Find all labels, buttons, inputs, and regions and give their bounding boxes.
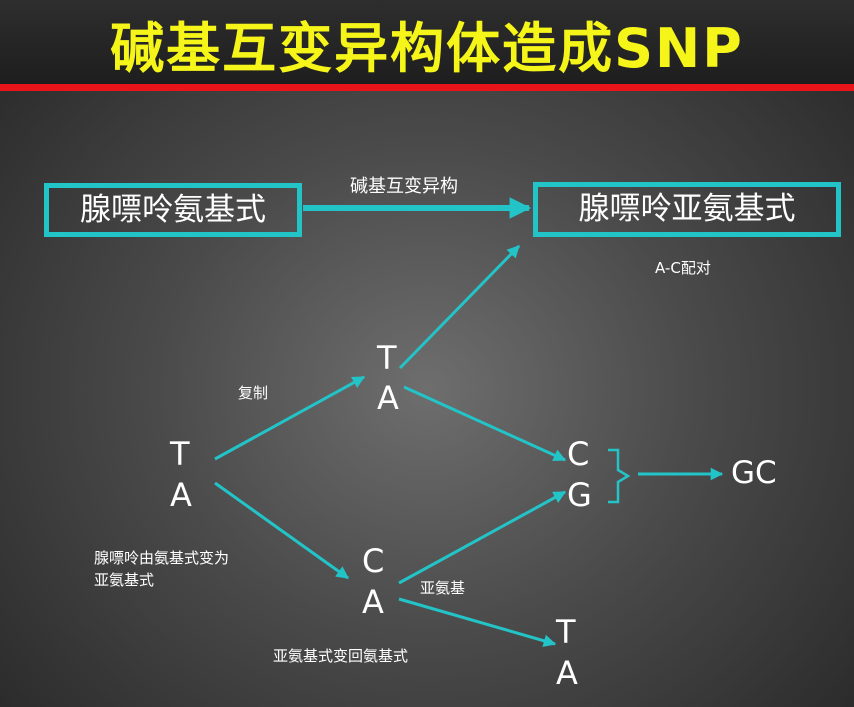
start-to-lower-arrow xyxy=(214,481,350,580)
start-base-top: T xyxy=(170,435,190,473)
right-base-top: C xyxy=(567,435,590,473)
replicate-label: 复制 xyxy=(238,384,269,402)
page-title: 碱基互变异构体造成SNP xyxy=(110,17,744,80)
lower-to-g-arrow xyxy=(398,490,567,585)
replicate-arrow xyxy=(214,375,366,461)
lower-base-top: C xyxy=(362,542,385,580)
result-gc: GC xyxy=(731,455,777,491)
upper-to-imino-arrow xyxy=(398,244,521,370)
lower-base-bottom: A xyxy=(362,583,384,621)
change-label-line2: 亚氨基式 xyxy=(94,571,155,589)
start-base-bottom: A xyxy=(170,476,192,514)
revert-label: 亚氨基式变回氨基式 xyxy=(273,647,409,665)
tautomer-label: 碱基互变异构 xyxy=(350,176,458,197)
title-underline xyxy=(0,84,854,91)
imino-form-box: 腺嘌呤亚氨基式 xyxy=(533,182,841,237)
imino-label: 亚氨基 xyxy=(420,579,466,597)
ac-pair-label: A-C配对 xyxy=(655,259,711,277)
amino-form-box: 腺嘌呤氨基式 xyxy=(44,183,302,237)
change-label-line1: 腺嘌呤由氨基式变为 xyxy=(94,549,230,567)
bottom-base-bottom: A xyxy=(556,654,578,692)
upper-base-bottom: A xyxy=(377,379,399,417)
header-bar xyxy=(0,0,854,84)
right-base-bottom: G xyxy=(567,476,592,514)
upper-to-c-arrow xyxy=(403,385,567,462)
lower-to-bottom-arrow xyxy=(398,597,557,647)
upper-base-top: T xyxy=(377,339,397,377)
pair-brace xyxy=(608,448,631,504)
bottom-base-top: T xyxy=(556,613,576,651)
